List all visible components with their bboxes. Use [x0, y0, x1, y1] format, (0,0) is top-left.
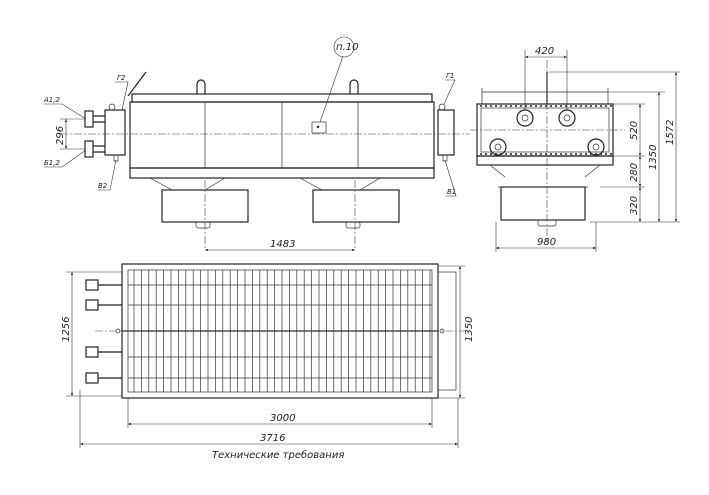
label-g1: Г1 — [446, 72, 454, 80]
dim-420: 420 — [535, 46, 554, 57]
callout-circle — [333, 36, 355, 58]
top-rail — [131, 93, 433, 103]
bolt — [480, 105, 482, 107]
side-fan-housing — [500, 186, 586, 221]
nozzle-flange — [587, 138, 605, 156]
nozzle-bore — [494, 143, 502, 151]
bolt — [605, 105, 607, 107]
bolt — [560, 105, 562, 107]
nozzle-flange — [489, 138, 507, 156]
bolt — [530, 105, 532, 107]
bolt — [500, 105, 502, 107]
bolt — [610, 105, 612, 107]
dim-320: 320 — [629, 196, 640, 215]
bolt — [525, 105, 527, 107]
bolt — [505, 105, 507, 107]
bolt — [515, 153, 517, 155]
bolt — [490, 153, 492, 155]
bolt — [585, 105, 587, 107]
caption: Технические требования — [212, 449, 344, 461]
bolt — [570, 105, 572, 107]
bolt — [510, 153, 512, 155]
dim-296: 296 — [55, 126, 66, 145]
nameplate — [311, 121, 327, 134]
bolt — [555, 153, 557, 155]
bolt — [520, 153, 522, 155]
dim-1350-plan: 1350 — [464, 317, 475, 342]
base-frame — [129, 167, 435, 179]
bolt — [560, 153, 562, 155]
bolt — [600, 153, 602, 155]
front-view: п.10 А1,2 Б1,2 В2 Г2 Г1 В1 296 1483 — [43, 36, 470, 252]
nozzle-bore — [521, 114, 529, 122]
dim-1256: 1256 — [61, 317, 72, 342]
bolt — [555, 105, 557, 107]
nozzle-flange — [516, 109, 534, 127]
bolt — [595, 153, 597, 155]
nozzle-flange — [558, 109, 576, 127]
bolt — [525, 153, 527, 155]
label-g2: Г2 — [117, 74, 126, 82]
lifting-lugs — [196, 79, 359, 94]
bolt — [580, 153, 582, 155]
plan-view: 1256 1350 3000 3716 Технические требован… — [61, 263, 475, 461]
bolt — [485, 105, 487, 107]
bolt — [570, 153, 572, 155]
bolt — [605, 153, 607, 155]
left-header — [104, 109, 126, 156]
dim-280: 280 — [629, 163, 640, 182]
bolt — [530, 153, 532, 155]
dim-1483: 1483 — [270, 239, 295, 250]
bolt — [485, 153, 487, 155]
bolt — [550, 105, 552, 107]
bolt — [535, 105, 537, 107]
dim-1350-side: 1350 — [648, 145, 659, 170]
bolt — [540, 153, 542, 155]
fan-housing-right — [312, 189, 400, 223]
bolt — [565, 105, 567, 107]
bolt — [590, 105, 592, 107]
callout-label: п.10 — [336, 42, 358, 53]
dim-3716: 3716 — [260, 433, 285, 444]
bolt — [565, 153, 567, 155]
bolt — [515, 105, 517, 107]
dim-1572: 1572 — [665, 120, 676, 145]
dim-980: 980 — [537, 237, 556, 248]
bolt — [545, 105, 547, 107]
flange-a — [84, 110, 94, 128]
lifting-arm — [127, 71, 147, 97]
bolt — [520, 105, 522, 107]
bolt — [590, 153, 592, 155]
bolt — [535, 153, 537, 155]
bolt — [585, 153, 587, 155]
bolt — [495, 105, 497, 107]
bolt — [505, 153, 507, 155]
bolt — [490, 105, 492, 107]
label-a: А1,2 — [43, 96, 60, 104]
dim-3000: 3000 — [270, 413, 295, 424]
bolt — [510, 105, 512, 107]
label-b: Б1,2 — [44, 159, 60, 167]
bolt — [575, 105, 577, 107]
dim-520: 520 — [629, 121, 640, 140]
bolt — [540, 105, 542, 107]
side-view: 420 520 280 320 1350 1572 980 — [470, 46, 680, 252]
bolt — [550, 153, 552, 155]
bolt — [580, 105, 582, 107]
bolt — [480, 153, 482, 155]
bolt — [600, 105, 602, 107]
nozzle-bore — [592, 143, 600, 151]
bolt — [595, 105, 597, 107]
bolt — [610, 153, 612, 155]
nozzle-bore — [563, 114, 571, 122]
bolt — [545, 153, 547, 155]
label-v1: В1 — [447, 188, 456, 196]
bolt — [495, 153, 497, 155]
flange-b — [84, 140, 94, 158]
label-v2: В2 — [98, 182, 108, 190]
bolt — [500, 153, 502, 155]
right-header — [437, 109, 455, 156]
bolt — [575, 153, 577, 155]
